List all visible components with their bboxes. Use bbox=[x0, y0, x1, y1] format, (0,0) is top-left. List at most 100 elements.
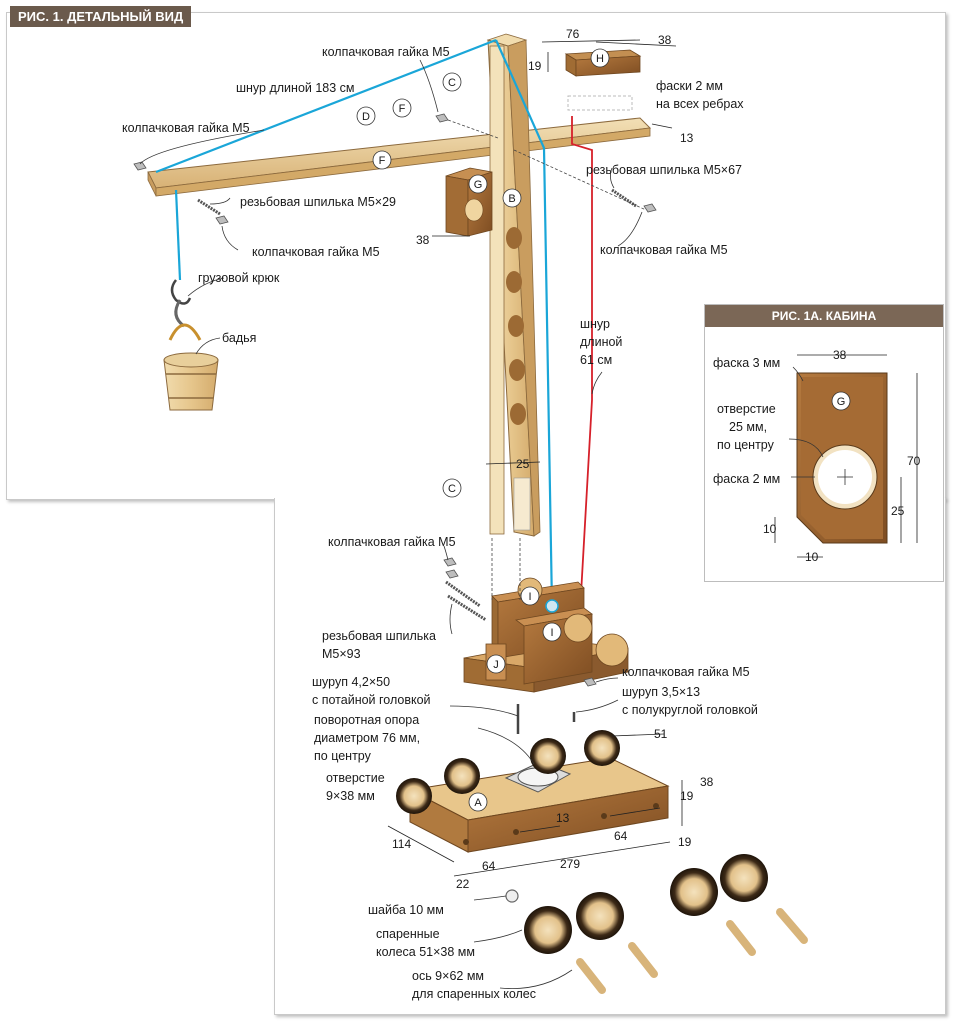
dim-base-22: 22 bbox=[456, 877, 470, 891]
part-markers: C D F F G B H C I I J A bbox=[356, 48, 610, 812]
dimension-lines bbox=[387, 39, 683, 877]
part-a: A bbox=[474, 797, 482, 809]
dim-mast-25: 25 bbox=[516, 457, 530, 471]
cabin-dim-left10: 10 bbox=[763, 522, 777, 536]
cabin-label-hole-line2: 25 мм, bbox=[729, 420, 767, 434]
label-wheels-line2: колеса 51×38 мм bbox=[376, 945, 475, 959]
dimension-values: 76 38 19 13 38 25 51 38 19 19 13 64 64 1… bbox=[392, 27, 714, 891]
part-c-bottom: C bbox=[448, 483, 456, 495]
part-f-lower: F bbox=[379, 155, 386, 167]
cabin-dim-height: 70 bbox=[907, 454, 921, 468]
label-cap-nut-base: колпачковая гайка М5 bbox=[328, 535, 456, 549]
cabin-inset: РИС. 1А. КАБИНА G 38 70 25 10 10 фаска 3… bbox=[704, 304, 944, 582]
cabin-label-hole-line1: отверстие bbox=[717, 402, 776, 416]
dim-h-38: 38 bbox=[658, 33, 672, 47]
part-h: H bbox=[596, 53, 604, 65]
label-cap-nut-base-right: колпачковая гайка М5 bbox=[622, 665, 750, 679]
label-chamfer-line1: фаски 2 мм bbox=[656, 79, 723, 93]
label-cap-nut-mid: колпачковая гайка М5 bbox=[252, 245, 380, 259]
dim-base-114: 114 bbox=[392, 837, 411, 851]
loose-wheels bbox=[505, 854, 808, 994]
label-screw-42-line2: с потайной головкой bbox=[312, 693, 431, 707]
part-c-top: C bbox=[448, 77, 456, 89]
mounted-wheels bbox=[396, 730, 620, 814]
part-i-lower: I bbox=[550, 627, 553, 639]
dim-h-19: 19 bbox=[528, 59, 542, 73]
label-cap-nut-top: колпачковая гайка М5 bbox=[322, 45, 450, 59]
dim-h-76: 76 bbox=[566, 27, 580, 41]
cabin-label-chamfer3: фаска 3 мм bbox=[713, 356, 780, 370]
cord-hook bbox=[174, 189, 182, 281]
part-marker-a bbox=[468, 792, 488, 812]
cabin-label-hole-line3: по центру bbox=[717, 438, 775, 452]
dim-base-19b: 19 bbox=[678, 835, 692, 849]
dim-base-279: 279 bbox=[560, 857, 580, 871]
label-turntable-line2: диаметром 76 мм, bbox=[314, 731, 420, 745]
panel-joint bbox=[275, 496, 943, 502]
hook-and-bucket bbox=[163, 279, 219, 411]
part-g: G bbox=[474, 179, 483, 191]
label-cap-nut-left: колпачковая гайка М5 bbox=[122, 121, 250, 135]
label-screw-42-line1: шуруп 4,2×50 bbox=[312, 675, 390, 689]
label-cord-183: шнур длиной 183 см bbox=[236, 81, 355, 95]
label-washer: шайба 10 мм bbox=[368, 903, 444, 917]
dim-base-13: 13 bbox=[556, 811, 570, 825]
dim-base-64a: 64 bbox=[614, 829, 628, 843]
label-cap-nut-right: колпачковая гайка М5 bbox=[600, 243, 728, 257]
jib-hardware bbox=[133, 113, 657, 225]
cabin-label-chamfer2: фаска 2 мм bbox=[713, 472, 780, 486]
label-screw-35-line2: с полукруглой головкой bbox=[622, 703, 758, 717]
label-bucket: бадья bbox=[222, 331, 256, 345]
cabin-part-marker bbox=[831, 391, 851, 411]
label-hook: грузовой крюк bbox=[198, 271, 280, 285]
dim-base-19a: 19 bbox=[680, 789, 694, 803]
mast bbox=[486, 33, 541, 537]
part-marker-g bbox=[468, 174, 488, 194]
label-screw-35-line1: шуруп 3,5×13 bbox=[622, 685, 700, 699]
label-turntable-line3: по центру bbox=[314, 749, 372, 763]
part-i-upper: I bbox=[528, 591, 531, 603]
part-marker-b bbox=[502, 188, 522, 208]
cabin-inset-title: РИС. 1А. КАБИНА bbox=[705, 305, 943, 327]
leader-lines bbox=[139, 59, 643, 989]
dim-base-64b: 64 bbox=[482, 859, 496, 873]
part-marker-i-upper bbox=[520, 586, 540, 606]
cabin-dim-hole-offset: 25 bbox=[891, 504, 905, 518]
dim-base-51: 51 bbox=[654, 727, 668, 741]
label-stud-29: резьбовая шпилька М5×29 bbox=[240, 195, 396, 209]
part-marker-c-bottom bbox=[442, 478, 462, 498]
cord-183-upper bbox=[155, 38, 497, 174]
label-axle-line2: для спаренных колес bbox=[412, 987, 536, 1001]
part-marker-j bbox=[486, 654, 506, 674]
part-marker-f-lower bbox=[372, 150, 392, 170]
label-stud-93-line1: резьбовая шпилька bbox=[322, 629, 436, 643]
cabin-part-g: G bbox=[837, 396, 846, 408]
part-j: J bbox=[493, 659, 499, 671]
callout-labels: колпачковая гайка М5 шнур длиной 183 см … bbox=[122, 45, 758, 1001]
base-hardware bbox=[443, 538, 597, 734]
part-marker-i-lower bbox=[542, 622, 562, 642]
cord-61 bbox=[571, 116, 593, 613]
label-cord-61-line2: длиной bbox=[580, 335, 622, 349]
dim-mast-38: 38 bbox=[416, 233, 430, 247]
part-marker-h bbox=[590, 48, 610, 68]
label-cord-61-line1: шнур bbox=[580, 317, 610, 331]
part-marker-f-upper bbox=[392, 98, 412, 118]
label-chamfer-line2: на всех ребрах bbox=[656, 97, 744, 111]
cabin-drawing: G 38 70 25 10 10 фаска 3 мм отверстие 25… bbox=[713, 348, 921, 564]
part-marker-c-top bbox=[442, 72, 462, 92]
label-stud-67: резьбовая шпилька М5×67 bbox=[586, 163, 742, 177]
cord-183-down bbox=[494, 39, 554, 607]
cabin-dim-width: 38 bbox=[833, 348, 847, 362]
part-marker-d bbox=[356, 106, 376, 126]
dim-jib-13: 13 bbox=[680, 131, 694, 145]
label-hole-line1: отверстие bbox=[326, 771, 385, 785]
part-b: B bbox=[508, 193, 515, 205]
label-wheels-line1: спаренные bbox=[376, 927, 440, 941]
part-d: D bbox=[362, 111, 370, 123]
label-cord-61-line3: 61 см bbox=[580, 353, 612, 367]
label-axle-line1: ось 9×62 мм bbox=[412, 969, 484, 983]
label-hole-line2: 9×38 мм bbox=[326, 789, 375, 803]
label-stud-93-line2: М5×93 bbox=[322, 647, 361, 661]
